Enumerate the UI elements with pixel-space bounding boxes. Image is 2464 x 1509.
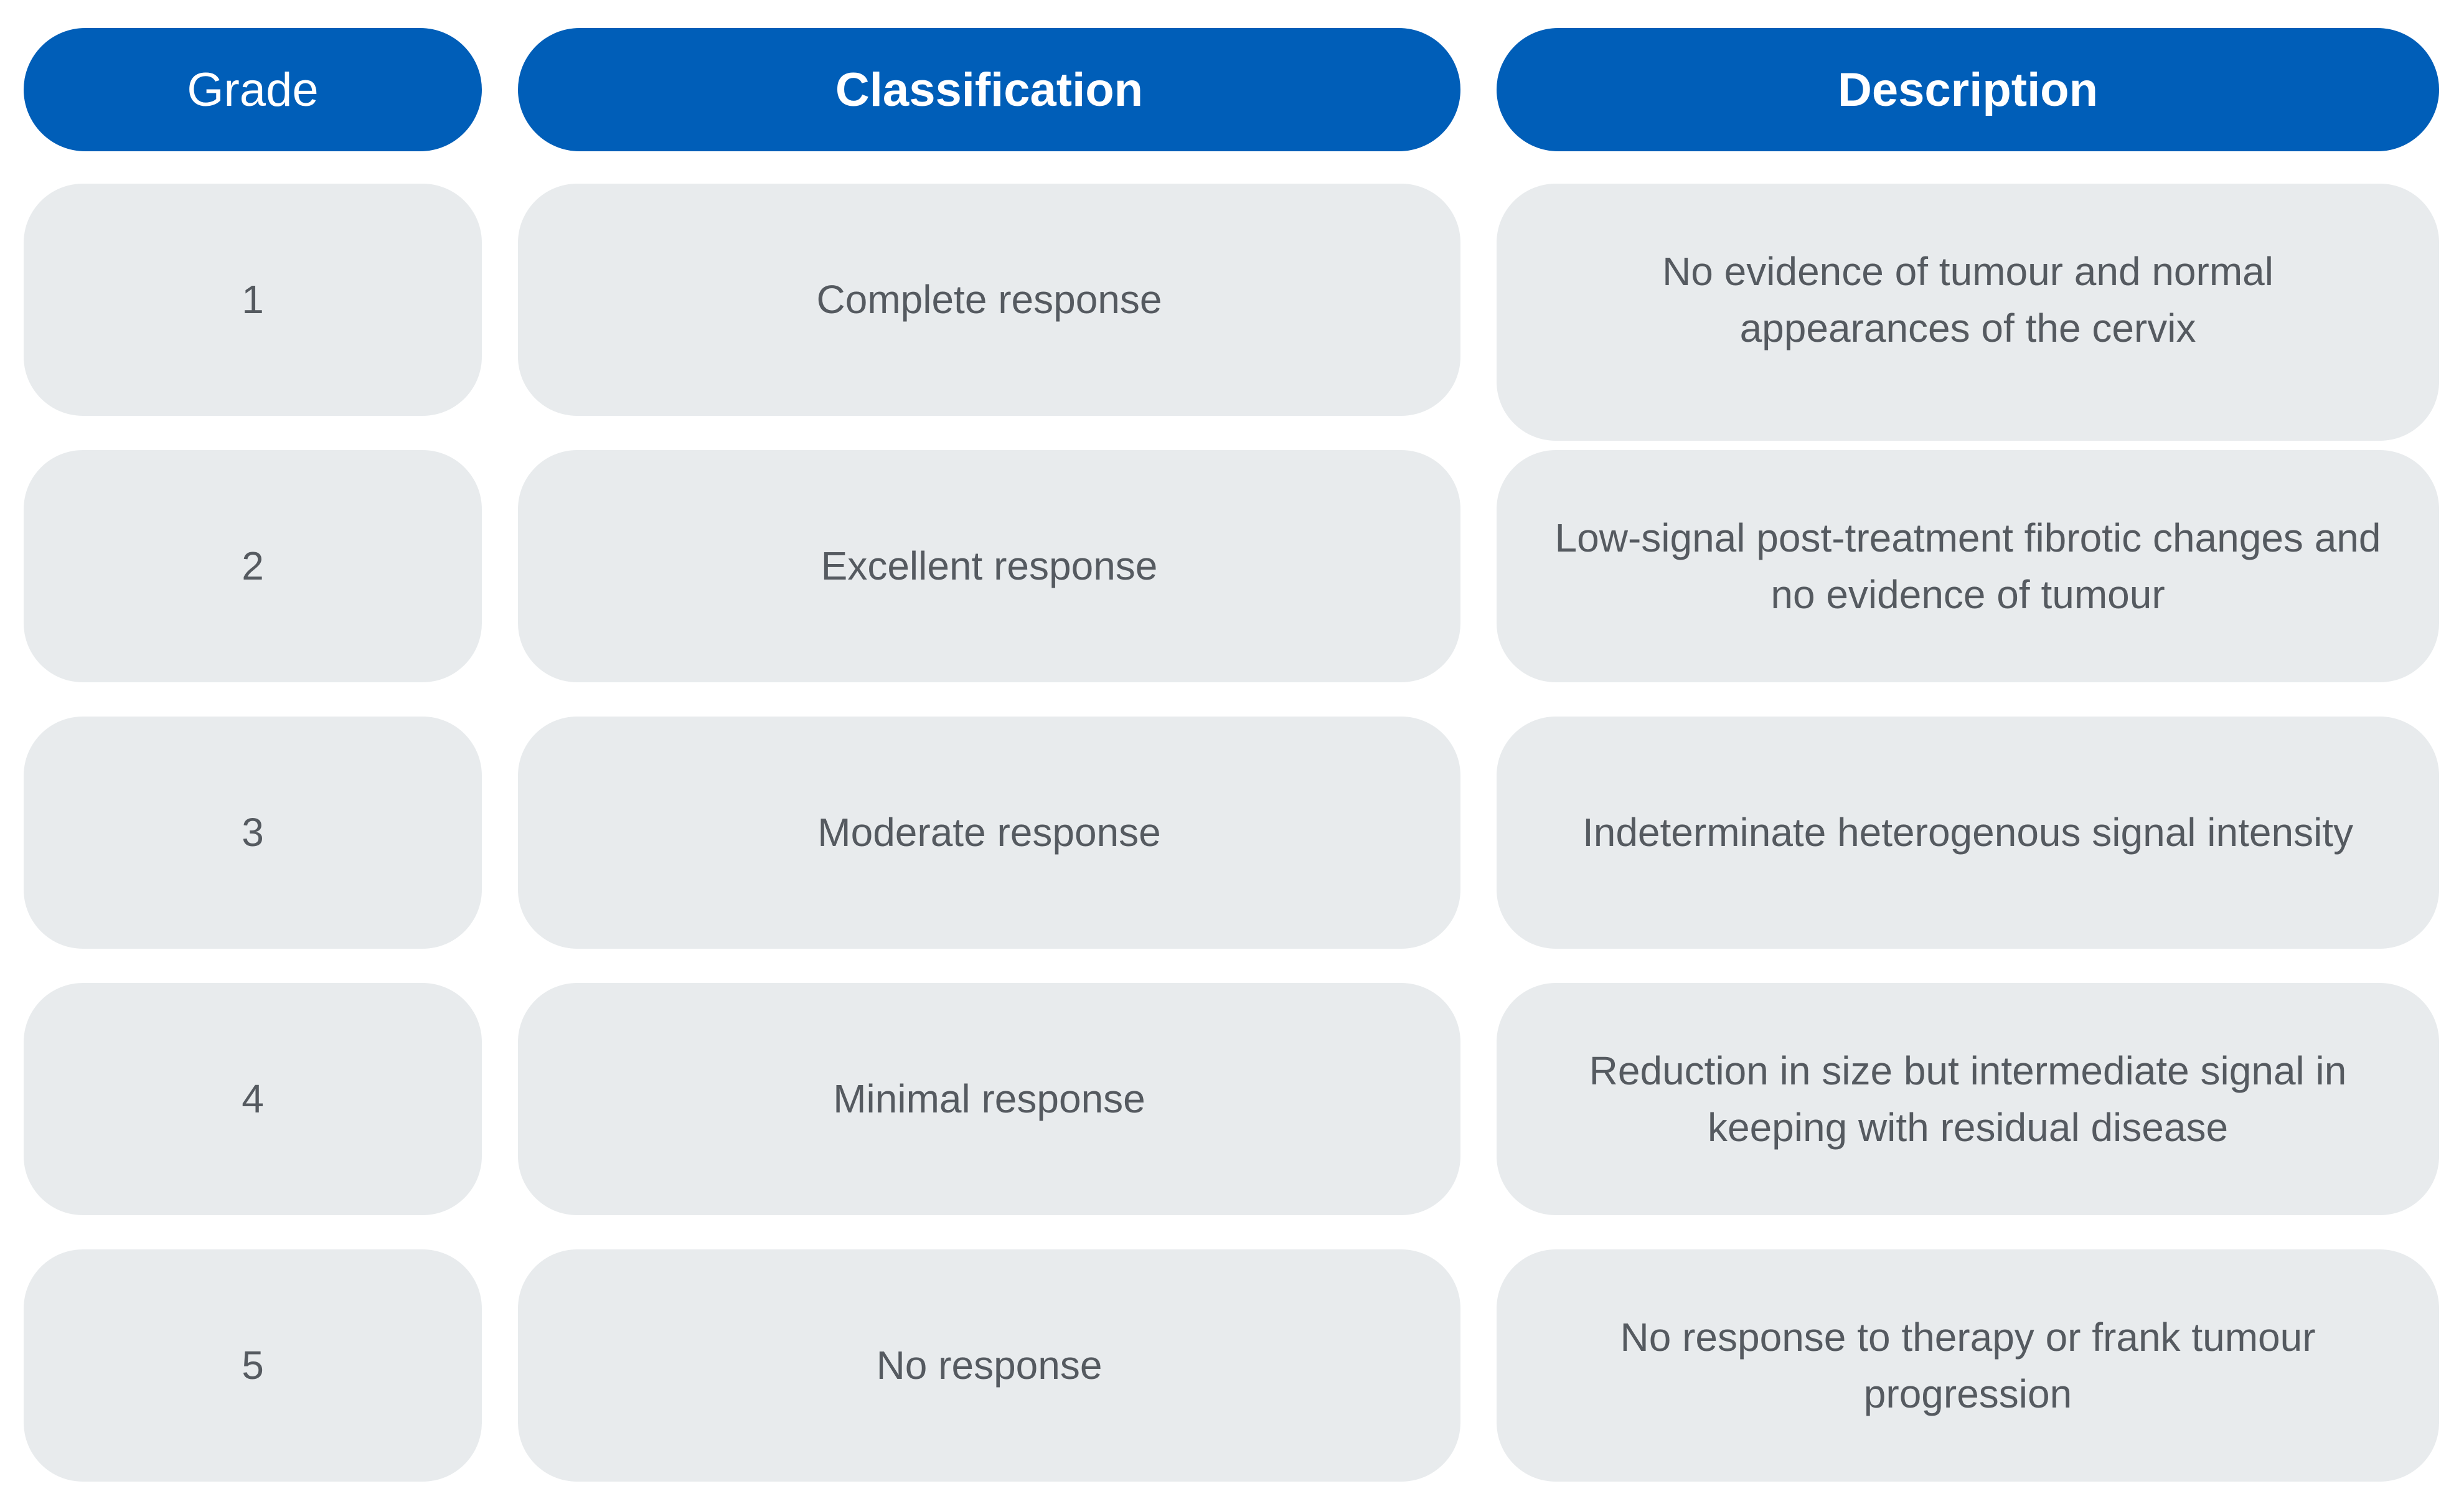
classification-cell: Complete response xyxy=(518,184,1460,416)
header-description: Description xyxy=(1497,28,2439,151)
description-line: progression xyxy=(1863,1371,2072,1416)
classification-cell: No response xyxy=(518,1249,1460,1482)
description-cell: Reduction in size but intermediate signa… xyxy=(1497,983,2439,1215)
grade-cell: 5 xyxy=(24,1249,482,1482)
description-cell: Low-signal post-treatment fibrotic chang… xyxy=(1497,450,2439,682)
description-line: No evidence of tumour and normal xyxy=(1662,248,2274,294)
classification-cell: Excellent response xyxy=(518,450,1460,682)
grade-cell: 1 xyxy=(24,184,482,416)
header-grade: Grade xyxy=(24,28,482,151)
description-cell: Indeterminate heterogenous signal intens… xyxy=(1497,717,2439,949)
description-line: appearances of the cervix xyxy=(1739,305,2196,350)
description-line: keeping with residual disease xyxy=(1707,1104,2229,1150)
grade-cell: 4 xyxy=(24,983,482,1215)
description-cell: No evidence of tumour and normal appeara… xyxy=(1497,184,2439,441)
grade-cell: 2 xyxy=(24,450,482,682)
description-cell: No response to therapy or frank tumour p… xyxy=(1497,1249,2439,1482)
grade-cell: 3 xyxy=(24,717,482,949)
classification-cell: Minimal response xyxy=(518,983,1460,1215)
description-line: Low-signal post-treatment fibrotic chang… xyxy=(1554,515,2381,560)
classification-cell: Moderate response xyxy=(518,717,1460,949)
description-line: Reduction in size but intermediate signa… xyxy=(1589,1048,2347,1093)
description-line: No response to therapy or frank tumour xyxy=(1620,1314,2316,1360)
description-line: Indeterminate heterogenous signal intens… xyxy=(1582,810,2354,855)
header-classification: Classification xyxy=(518,28,1460,151)
description-line: no evidence of tumour xyxy=(1770,571,2165,617)
